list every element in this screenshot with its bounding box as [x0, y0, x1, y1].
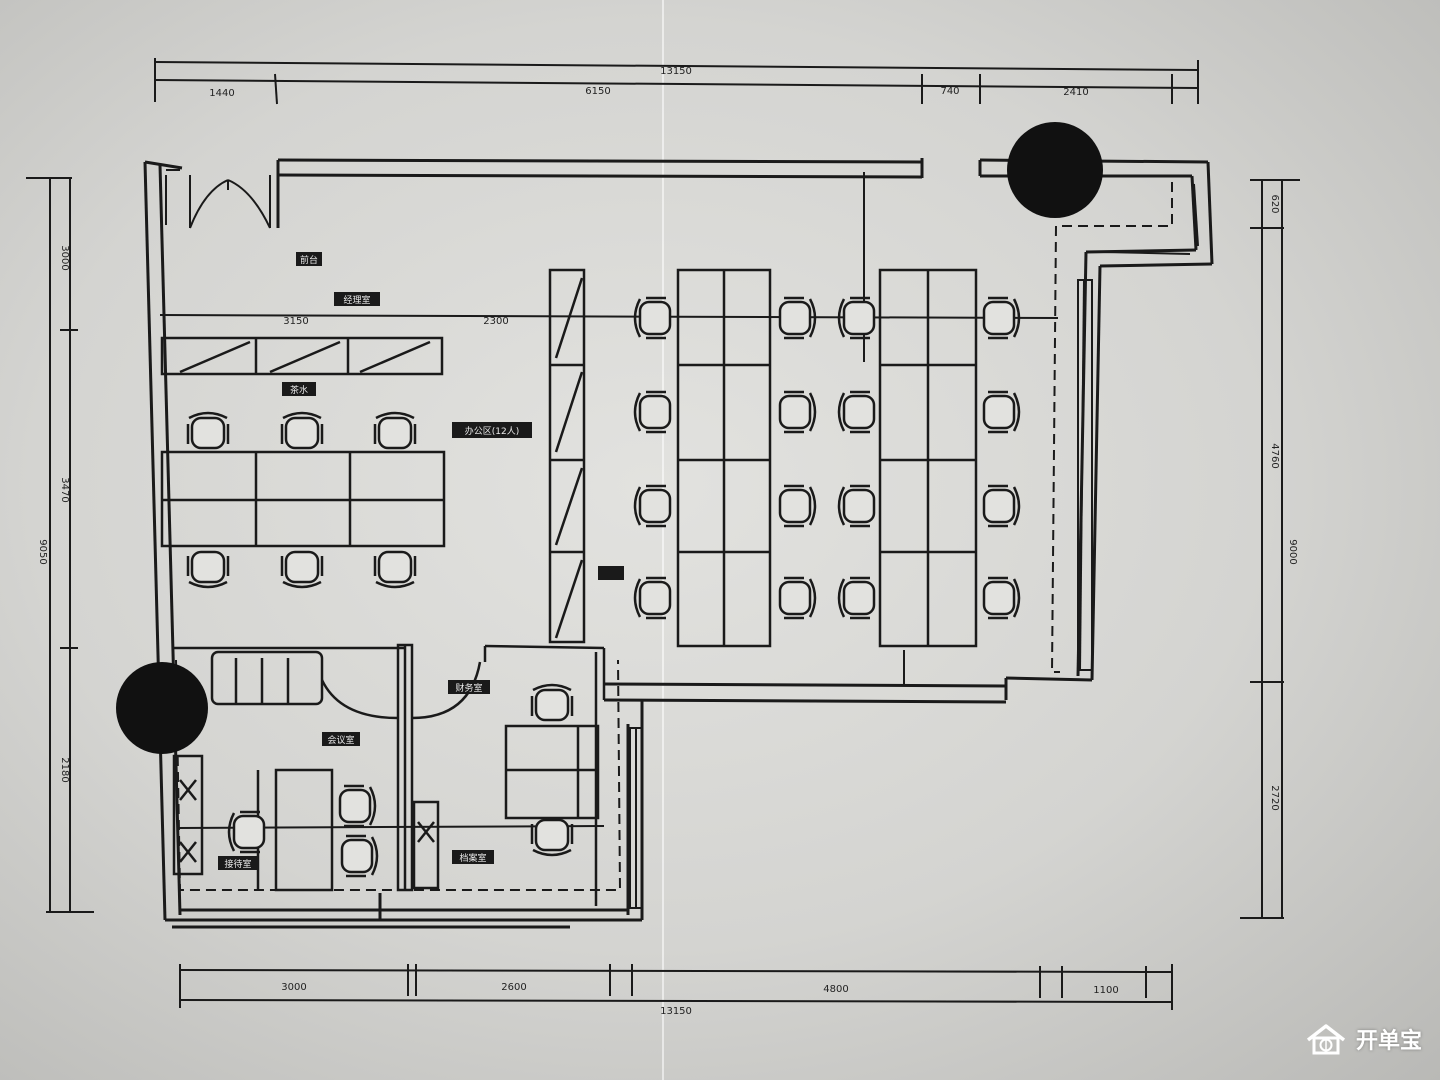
chair [982, 390, 1021, 434]
columns [116, 122, 1103, 754]
dim-right-3: 2720 [1269, 785, 1280, 810]
dim-bottom-2: 2600 [501, 982, 526, 993]
chair [186, 550, 230, 589]
label-office-2: 财务室 [455, 682, 482, 694]
label-box-small-2 [452, 850, 494, 864]
chair [633, 390, 672, 434]
watermark-text: 开单宝 [1355, 1029, 1422, 1054]
dim-left-2: 3470 [59, 477, 70, 502]
dim-top-2: 6150 [585, 86, 610, 97]
chairs [186, 296, 1021, 878]
label-box-glass [598, 566, 624, 580]
chair [982, 296, 1021, 340]
dim-left-total: 9050 [37, 539, 48, 564]
dim-right-2: 4760 [1269, 443, 1280, 468]
chair [837, 296, 876, 340]
dim-bottom-4: 1100 [1093, 985, 1118, 996]
chair [982, 576, 1021, 620]
dim-top-1: 1440 [209, 88, 234, 99]
entrance-double-door [189, 175, 271, 229]
chair [186, 411, 230, 450]
chair [837, 484, 876, 528]
label-box-work-area [452, 422, 532, 438]
dim-left-1: 3000 [59, 245, 70, 270]
paper-fold [662, 0, 664, 1080]
windows [165, 169, 1199, 909]
chair [778, 390, 817, 434]
room-labels: 办公区(12人) 前台 经理室 茶水 会议室 财务室 接待室 档案室 [218, 252, 624, 870]
partitions [160, 268, 978, 906]
label-box-reception [296, 252, 322, 266]
label-tag: 茶水 [290, 384, 308, 396]
label-meeting: 会议室 [327, 734, 354, 746]
chair [778, 576, 817, 620]
chair [837, 576, 876, 620]
chair [633, 484, 672, 528]
dimension-lines [26, 58, 1300, 1010]
label-work-area: 办公区(12人) [465, 425, 519, 437]
dim-bottom-total: 13150 [660, 1006, 692, 1017]
column-top-right [1007, 122, 1103, 218]
label-box-meeting [322, 732, 360, 746]
chair [530, 683, 574, 722]
chair [778, 484, 817, 528]
dim-bottom-1: 3000 [281, 982, 306, 993]
chair [280, 411, 324, 450]
label-box-office-2 [448, 680, 490, 694]
chair [280, 550, 324, 589]
chair [778, 296, 817, 340]
dim-bottom-3: 4800 [823, 984, 848, 995]
dim-interior-1: 3150 [283, 316, 308, 327]
dashed-outlines [175, 182, 1173, 891]
chair [633, 296, 672, 340]
chair [227, 810, 266, 854]
chair [837, 390, 876, 434]
chair [340, 834, 379, 878]
column-bottom-left [116, 662, 208, 754]
label-box-office-1 [334, 292, 380, 306]
chair [982, 484, 1021, 528]
dimension-labels: 13150 1440 6150 740 2410 13150 3000 2600… [37, 66, 1298, 1017]
label-office-1: 经理室 [343, 294, 370, 306]
chair [338, 784, 377, 828]
label-box-tag [282, 382, 316, 396]
label-reception: 前台 [300, 254, 318, 266]
dim-top-3: 740 [940, 86, 959, 97]
walls [143, 158, 1214, 929]
chair [530, 818, 574, 857]
watermark: 开单宝 [1304, 1022, 1422, 1056]
chair [373, 411, 417, 450]
house-dollar-icon [1306, 1024, 1346, 1055]
dim-right-1: 620 [1269, 194, 1280, 213]
chair [373, 550, 417, 589]
label-box-small-1 [218, 856, 258, 870]
dim-right-total: 9000 [1287, 539, 1298, 564]
dim-left-3: 2180 [59, 757, 70, 782]
dim-top-total: 13150 [660, 66, 692, 77]
label-small-1: 接待室 [224, 858, 251, 870]
label-small-2: 档案室 [459, 852, 486, 864]
dim-top-4: 2410 [1063, 87, 1088, 98]
chair [633, 576, 672, 620]
dim-interior-2: 2300 [483, 316, 508, 327]
